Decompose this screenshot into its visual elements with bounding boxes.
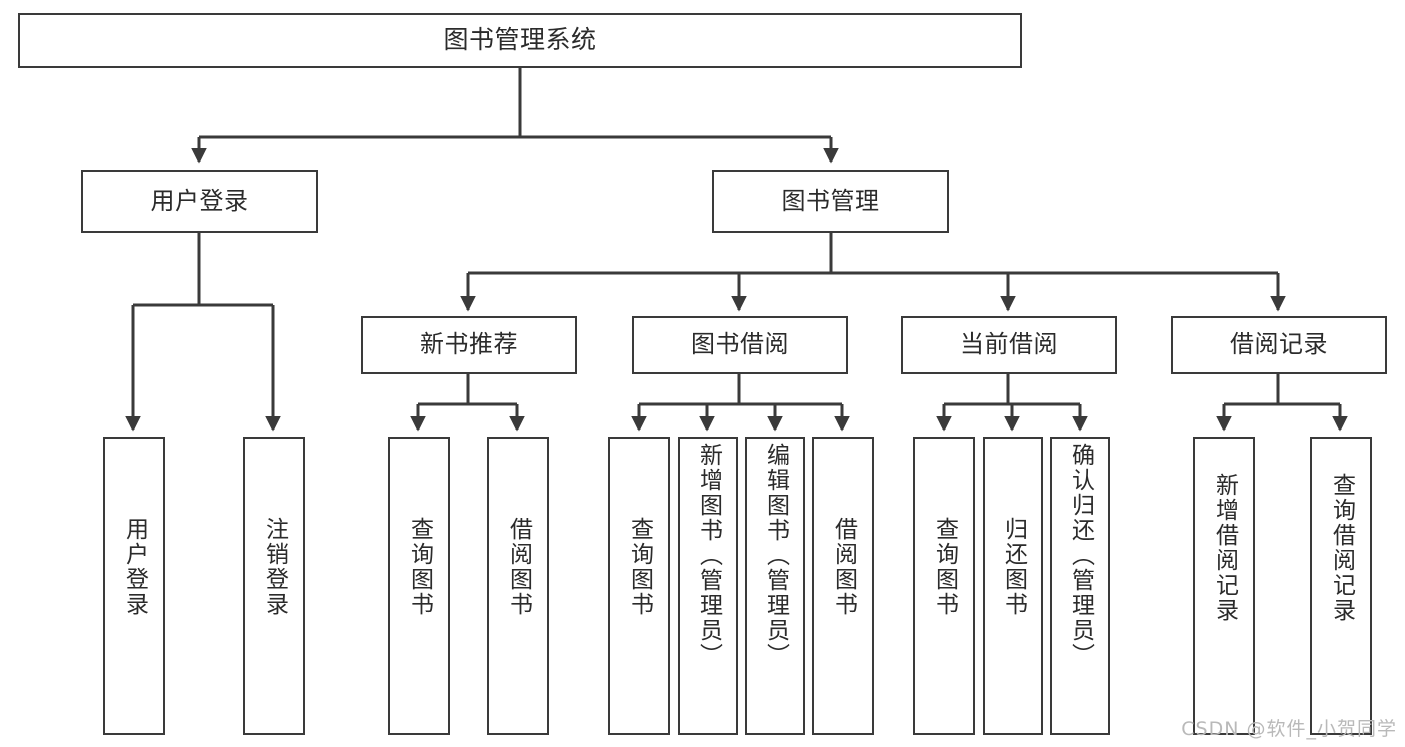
node-label: 查询图书	[931, 517, 958, 617]
node-label: 用户登录	[121, 517, 148, 617]
node-label: 查询图书	[406, 517, 433, 617]
node-label: 注销登录	[261, 517, 288, 617]
watermark-text: CSDN @软件_小贺同学	[1181, 718, 1397, 740]
node-label: 新增借阅记录	[1211, 473, 1238, 623]
node-label: 归还图书	[1000, 517, 1027, 617]
node-label: 借阅图书	[830, 517, 857, 617]
node-label: 借阅记录	[1230, 330, 1328, 359]
node-label: 确认归还（管理员）	[1067, 443, 1094, 668]
leaf-new-book-query-books[interactable]: 查询图书	[388, 437, 450, 735]
node-borrow-record[interactable]: 借阅记录	[1171, 316, 1387, 374]
node-label: 借阅图书	[505, 517, 532, 617]
leaf-book-borrow-borrow-books[interactable]: 借阅图书	[812, 437, 874, 735]
node-label: 新书推荐	[420, 330, 518, 359]
node-label: 新增图书（管理员）	[695, 443, 722, 668]
leaf-book-borrow-add-book-admin[interactable]: 新增图书（管理员）	[678, 437, 738, 735]
node-book-borrow[interactable]: 图书借阅	[632, 316, 848, 374]
node-label: 当前借阅	[960, 330, 1058, 359]
node-label: 用户登录	[150, 186, 249, 215]
leaf-user-login-logout[interactable]: 注销登录	[243, 437, 305, 735]
leaf-current-borrow-confirm-return-admin[interactable]: 确认归还（管理员）	[1050, 437, 1110, 735]
node-new-book-recommend[interactable]: 新书推荐	[361, 316, 577, 374]
node-label: 查询图书	[626, 517, 653, 617]
leaf-current-borrow-return-books[interactable]: 归还图书	[983, 437, 1043, 735]
leaf-book-borrow-query-books[interactable]: 查询图书	[608, 437, 670, 735]
leaf-borrow-record-query-record[interactable]: 查询借阅记录	[1310, 437, 1372, 735]
node-label: 图书管理	[781, 186, 880, 215]
leaf-borrow-record-add-record[interactable]: 新增借阅记录	[1193, 437, 1255, 735]
node-label: 编辑图书（管理员）	[762, 443, 789, 668]
leaf-book-borrow-edit-book-admin[interactable]: 编辑图书（管理员）	[745, 437, 805, 735]
leaf-new-book-borrow-books[interactable]: 借阅图书	[487, 437, 549, 735]
node-label: 图书管理系统	[443, 25, 597, 55]
node-label: 图书借阅	[691, 330, 789, 359]
leaf-current-borrow-query-books[interactable]: 查询图书	[913, 437, 975, 735]
leaf-user-login-login[interactable]: 用户登录	[103, 437, 165, 735]
node-current-borrow[interactable]: 当前借阅	[901, 316, 1117, 374]
node-label: 查询借阅记录	[1328, 473, 1355, 623]
node-root-book-management-system[interactable]: 图书管理系统	[18, 13, 1022, 68]
node-book-management[interactable]: 图书管理	[712, 170, 949, 233]
node-user-login[interactable]: 用户登录	[81, 170, 318, 233]
